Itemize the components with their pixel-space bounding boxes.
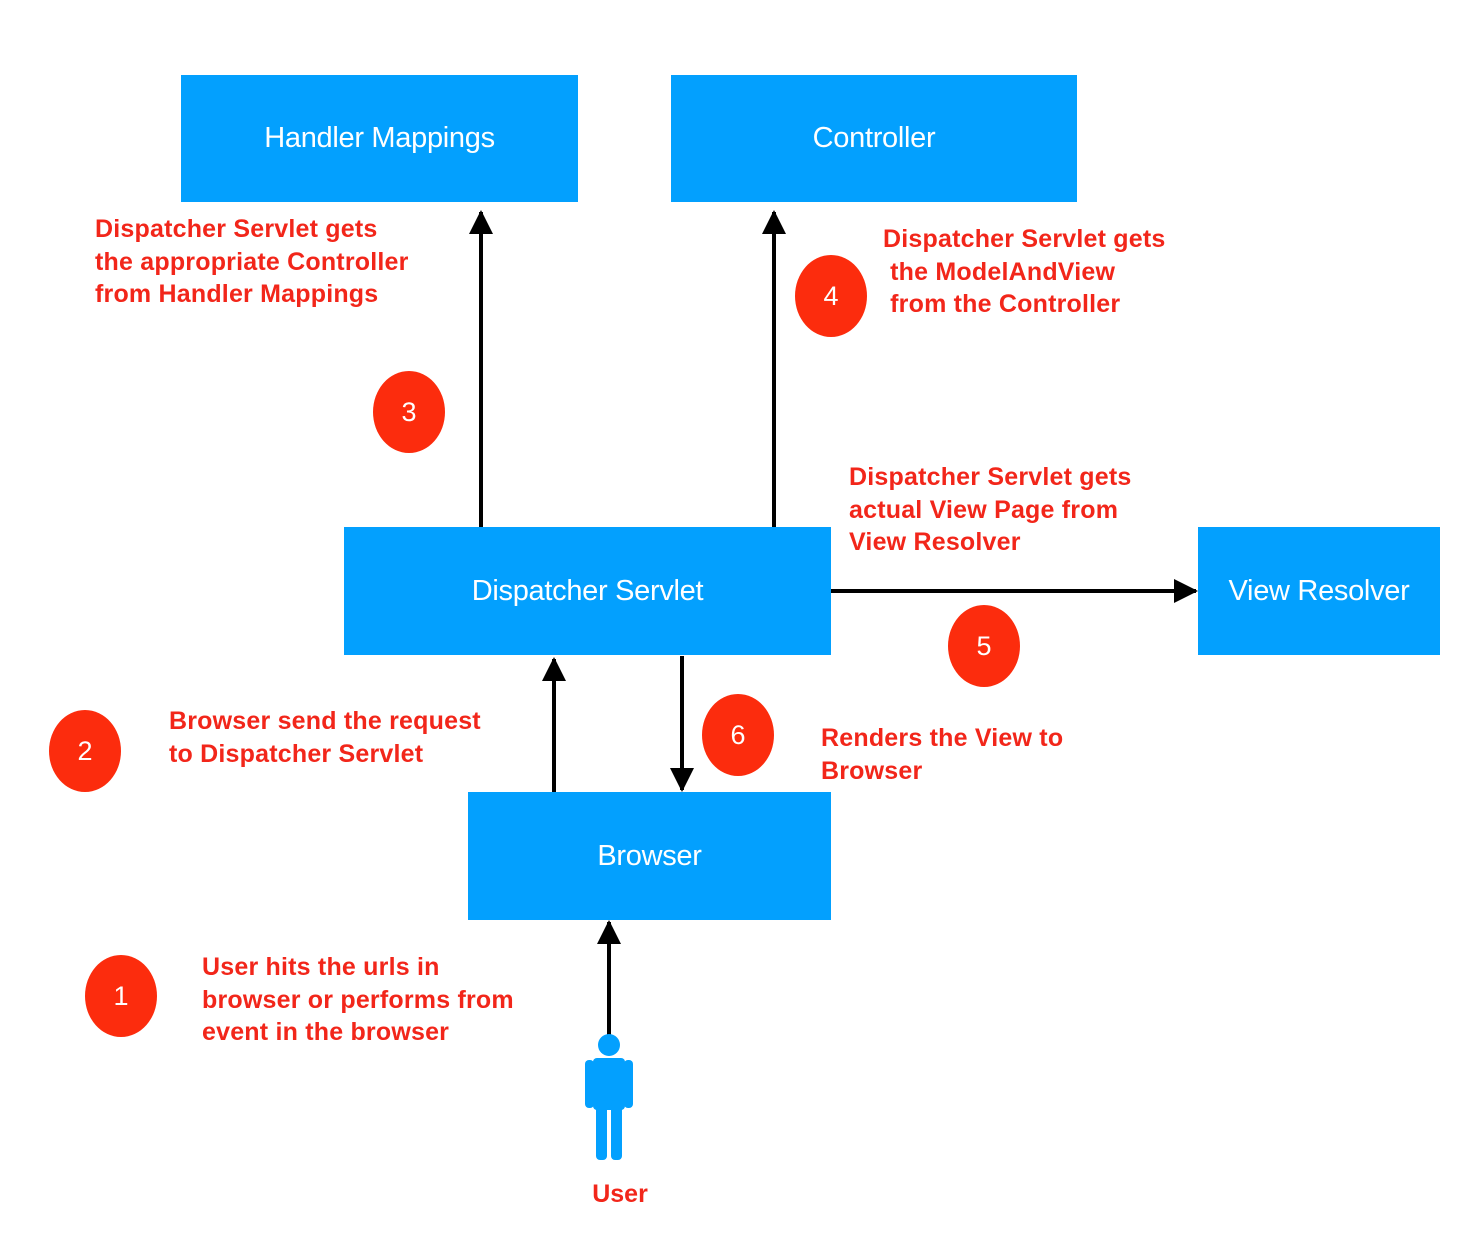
step-badge-2: 2 — [49, 710, 121, 792]
handler-mappings-box: Handler Mappings — [181, 75, 578, 202]
handler-mappings-label: Handler Mappings — [264, 122, 495, 154]
dispatcher-servlet-box: Dispatcher Servlet — [344, 527, 831, 655]
view-resolver-label: View Resolver — [1228, 574, 1410, 607]
note-step-1: User hits the urls in browser or perform… — [202, 953, 514, 1046]
note-step-4: Dispatcher Servlet gets the ModelAndView… — [883, 225, 1166, 318]
note-step-2: Browser send the request to Dispatcher S… — [169, 707, 481, 768]
dispatcher-servlet-label: Dispatcher Servlet — [471, 574, 704, 607]
step-badge-5: 5 — [948, 605, 1020, 687]
person-icon — [585, 1034, 633, 1160]
browser-label: Browser — [597, 839, 702, 872]
note-step-5: Dispatcher Servlet gets actual View Page… — [849, 463, 1132, 556]
controller-label: Controller — [812, 122, 936, 154]
step-badge-1: 1 — [85, 955, 157, 1037]
step-badge-6: 6 — [702, 694, 774, 776]
browser-box: Browser — [468, 792, 831, 920]
controller-box: Controller — [671, 75, 1077, 202]
step-badge-4: 4 — [795, 255, 867, 337]
note-step-6: Renders the View to Browser — [821, 724, 1064, 785]
user-label: User — [592, 1180, 648, 1208]
note-step-3: Dispatcher Servlet gets the appropriate … — [95, 215, 409, 308]
view-resolver-box: View Resolver — [1198, 527, 1440, 655]
step-badge-3: 3 — [373, 371, 445, 453]
